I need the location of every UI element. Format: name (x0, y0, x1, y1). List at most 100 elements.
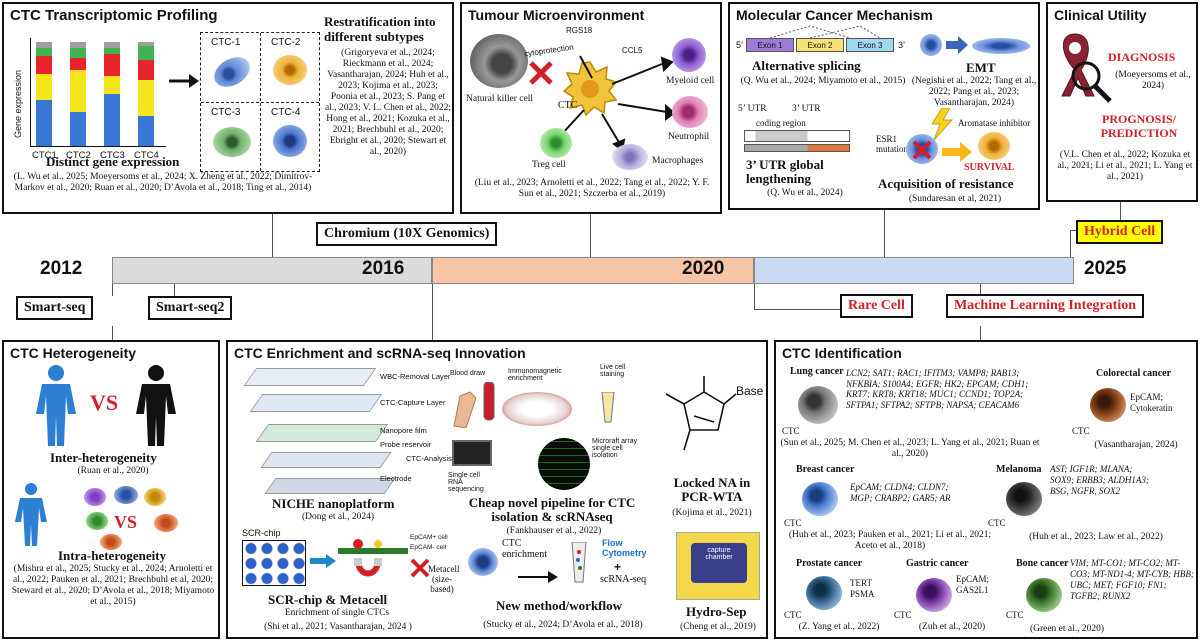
human-blue-icon (36, 365, 76, 446)
flow-label: Flow Cytometry (602, 538, 647, 558)
panel-enrichment: CTC Enrichment and scRNA-seq Innovation … (226, 340, 768, 639)
emt-cell-b (972, 38, 1030, 54)
prostate-ctc-icon (806, 576, 842, 610)
connector (432, 284, 433, 340)
niche-layer-label: Probe reservoir (380, 440, 432, 449)
emt-refs: (Negishi et al., 2022; Tang et al., 2022… (911, 76, 1037, 108)
prostate-refs: (Z. Yang et al., 2022) (798, 622, 880, 632)
stacked-bar-segment (70, 42, 86, 48)
rgs18-label: RGS18 (566, 26, 593, 35)
panel-title: Clinical Utility (1054, 7, 1147, 23)
capture-label: capture chamber (705, 547, 733, 561)
laptop-icon (452, 440, 492, 466)
three-prime: 3’ (898, 40, 906, 50)
connector (980, 284, 981, 294)
human-small-icon (15, 483, 47, 546)
niche-title: NICHE nanoplatform (272, 496, 395, 511)
prognosis-refs: (V.L. Chen et al., 2022; Kozuka et al., … (1057, 150, 1193, 182)
panel-title: CTC Enrichment and scRNA-seq Innovation (234, 345, 526, 361)
panel-heterogeneity: CTC Heterogeneity VS Inter-heterogeneity… (2, 340, 220, 639)
stacked-bar-segment (138, 80, 154, 116)
gastric-genes: EpCAM; GAS2L1 (956, 574, 990, 595)
pipeline-step: Live cell staining (600, 364, 626, 378)
year-2016: 2016 (362, 258, 405, 279)
alt-splicing-title: Alternative splicing (752, 58, 861, 73)
magnifier-icon (1071, 61, 1112, 103)
pipeline-step: Immunomagnetic enrichment (508, 368, 562, 382)
stacked-bar-segment (70, 48, 86, 58)
cell-icon (213, 127, 251, 157)
utr3-label: 3’ UTR (792, 104, 821, 114)
stacked-bar-segment (70, 58, 86, 70)
treg-label: Treg cell (532, 160, 566, 170)
stacked-bar-segment (36, 56, 52, 74)
stain-tube-icon (601, 392, 615, 423)
lightning-icon (931, 108, 954, 140)
scrna-label: scRNA-seq (600, 574, 647, 585)
connector (884, 210, 885, 257)
splice-lines (769, 25, 881, 39)
distinct-title: Distinct gene expression (46, 154, 180, 169)
scr-refs: (Shi et al., 2021; Vasantharajan, 2024 ) (264, 622, 412, 632)
stacked-bar-segment (36, 42, 52, 48)
myeloid-cell-icon (672, 38, 706, 72)
nk-cell-label: Natural killer cell (466, 94, 533, 104)
breast-genes: EpCAM; CLDN4; CLDN7; MGP; CRABP2; GAR5; … (850, 482, 951, 503)
emt-title: EMT (966, 60, 996, 75)
lna-refs: (Kojima et al., 2021) (672, 508, 752, 518)
stacked-bar-segment (104, 76, 120, 94)
tme-refs: (Liu et al., 2023; Arnoletti et al., 202… (474, 178, 710, 199)
lung-refs: (Sun et al., 2025; M. Chen et al., 2023;… (780, 438, 1040, 459)
breast-ctc-icon (802, 482, 838, 516)
exon-3: Exon 3 (846, 38, 894, 52)
macrophage-icon (612, 144, 648, 170)
alt-splicing-refs: (Q. Wu et al., 2024; Miyamoto et al., 20… (740, 76, 906, 86)
survival-arrow-icon (942, 142, 972, 162)
breast-refs: (Huh et al., 2023; Pauken et al., 2021; … (788, 530, 992, 551)
ctc-label: CTC (558, 100, 578, 111)
survival-label: SURVIVAL (964, 162, 1015, 173)
utr-title: 3’ UTR global lengthening (746, 157, 824, 186)
arm-icon (453, 391, 477, 428)
lung-genes: LCN2; SAT1; RAC1; IFITM3; VAMP8; RAB13; … (846, 368, 1029, 410)
subtype-label: CTC-2 (271, 37, 301, 48)
stacked-bar-segment (138, 116, 154, 146)
exon-2: Exon 2 (796, 38, 844, 52)
diagnosis-label: DIAGNOSIS (1108, 50, 1176, 64)
emt-cell-a (920, 34, 942, 56)
human-black-icon (136, 365, 176, 446)
intra-refs: (Mishra et al., 2025; Stucky et al., 202… (11, 564, 215, 607)
gastric-label: Gastric cancer (906, 558, 969, 569)
nk-cell-icon (470, 34, 528, 88)
intra-title: Intra-heterogeneity (58, 548, 167, 563)
connector (980, 326, 981, 340)
resist-refs: (Sundaresan et al, 2021) (908, 194, 1002, 204)
ctc-label: CTC (1006, 610, 1024, 620)
block-x-icon (529, 61, 553, 85)
niche-layer-label: Electrode (380, 474, 412, 483)
metacell-x-icon (410, 558, 430, 578)
bar-label-ctc4: CTC4 (134, 150, 159, 161)
lung-label: Lung cancer (790, 366, 844, 377)
base-label: Base (736, 384, 764, 398)
stacked-bar-segment (138, 46, 154, 60)
connector (272, 214, 273, 257)
subtype-label: CTC-3 (211, 107, 241, 118)
ml-integration-label: Machine Learning Integration (946, 294, 1144, 318)
distinct-refs: (L. Wu et al., 2025; Moeyersoms et al., … (13, 172, 313, 193)
year-2020: 2020 (682, 258, 725, 279)
cell-icon (144, 488, 166, 506)
esr-label: ESR1 mutation (876, 134, 908, 154)
arrow-right-icon (518, 571, 558, 583)
cell-icon (154, 514, 178, 532)
flow-tube-icon (571, 542, 587, 583)
stacked-bar-segment (70, 112, 86, 146)
restrat-refs: (Grigoryeva et al., 2024; Rieckmann et a… (324, 48, 452, 157)
melanoma-ctc-icon (1006, 482, 1042, 516)
panel-transcriptomic-profiling: CTC Transcriptomic Profiling Gene expres… (2, 2, 454, 214)
arrow-right-icon (310, 554, 336, 568)
connector (754, 309, 840, 310)
metacell-label: Metacell (size-based) (428, 564, 460, 594)
subtype-grid: CTC-1 CTC-2 CTC-3 CTC-4 (200, 32, 320, 172)
utr5-label: 5’ UTR (738, 104, 767, 114)
